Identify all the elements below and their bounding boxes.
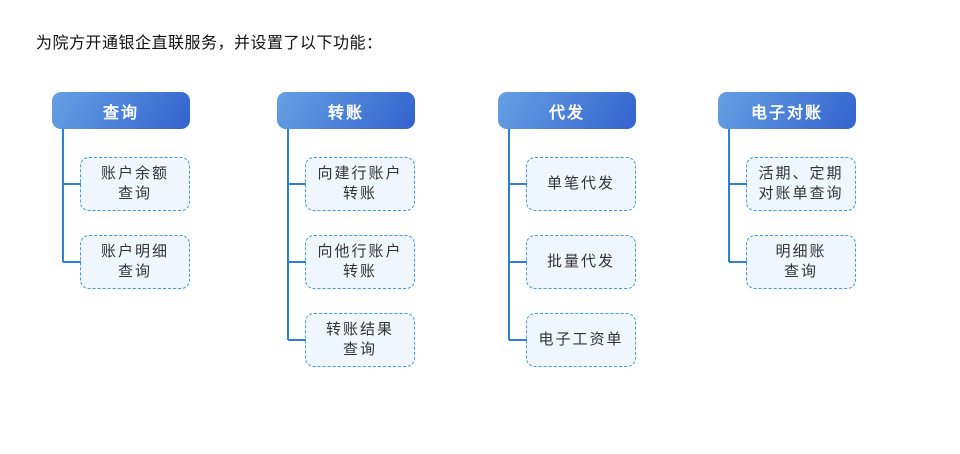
connector-vertical-line [728,129,730,262]
feature-box: 单笔代发 [509,157,636,211]
category-column-2: 代发单笔代发批量代发电子工资单 [498,92,636,367]
connector-branch-line [509,339,527,341]
feature-box: 电子工资单 [509,313,636,367]
feature-box: 批量代发 [509,235,636,289]
category-column-1: 转账向建行账户 转账向他行账户 转账转账结果 查询 [277,92,415,367]
feature-box: 账户余额 查询 [63,157,190,211]
feature-label: 账户明细 查询 [100,243,169,280]
feature-label: 向他行账户 转账 [317,243,403,280]
connector-branch-line [509,183,527,185]
connector-branch-line [729,183,747,185]
feature-label: 账户余额 查询 [100,165,169,202]
connector-vertical-line [287,129,289,340]
connector-branch-line [288,261,306,263]
feature-label: 活期、定期 对账单查询 [758,165,844,202]
feature-box: 活期、定期 对账单查询 [729,157,856,211]
connector-branch-line [63,261,81,263]
feature-label: 批量代发 [546,253,615,270]
feature-label: 向建行账户 转账 [317,165,403,202]
feature-box: 明细账 查询 [729,235,856,289]
category-header: 转账 [277,92,415,129]
category-header: 电子对账 [718,92,856,129]
feature-label: 转账结果 查询 [325,321,394,358]
feature-box: 账户明细 查询 [63,235,190,289]
category-header: 代发 [498,92,636,129]
connector-branch-line [288,183,306,185]
connector-vertical-line [62,129,64,262]
category-column-3: 电子对账活期、定期 对账单查询明细账 查询 [718,92,856,289]
connector-vertical-line [508,129,510,340]
category-column-0: 查询账户余额 查询账户明细 查询 [52,92,190,289]
connector-branch-line [63,183,81,185]
feature-label: 电子工资单 [538,331,624,348]
feature-box: 向他行账户 转账 [288,235,415,289]
connector-branch-line [729,261,747,263]
connector-branch-line [509,261,527,263]
feature-box: 向建行账户 转账 [288,157,415,211]
feature-label: 明细账 查询 [775,243,827,280]
connector-branch-line [288,339,306,341]
category-header: 查询 [52,92,190,129]
page-title: 为院方开通银企直联服务，并设置了以下功能： [36,35,383,52]
feature-box: 转账结果 查询 [288,313,415,367]
feature-label: 单笔代发 [546,175,615,192]
